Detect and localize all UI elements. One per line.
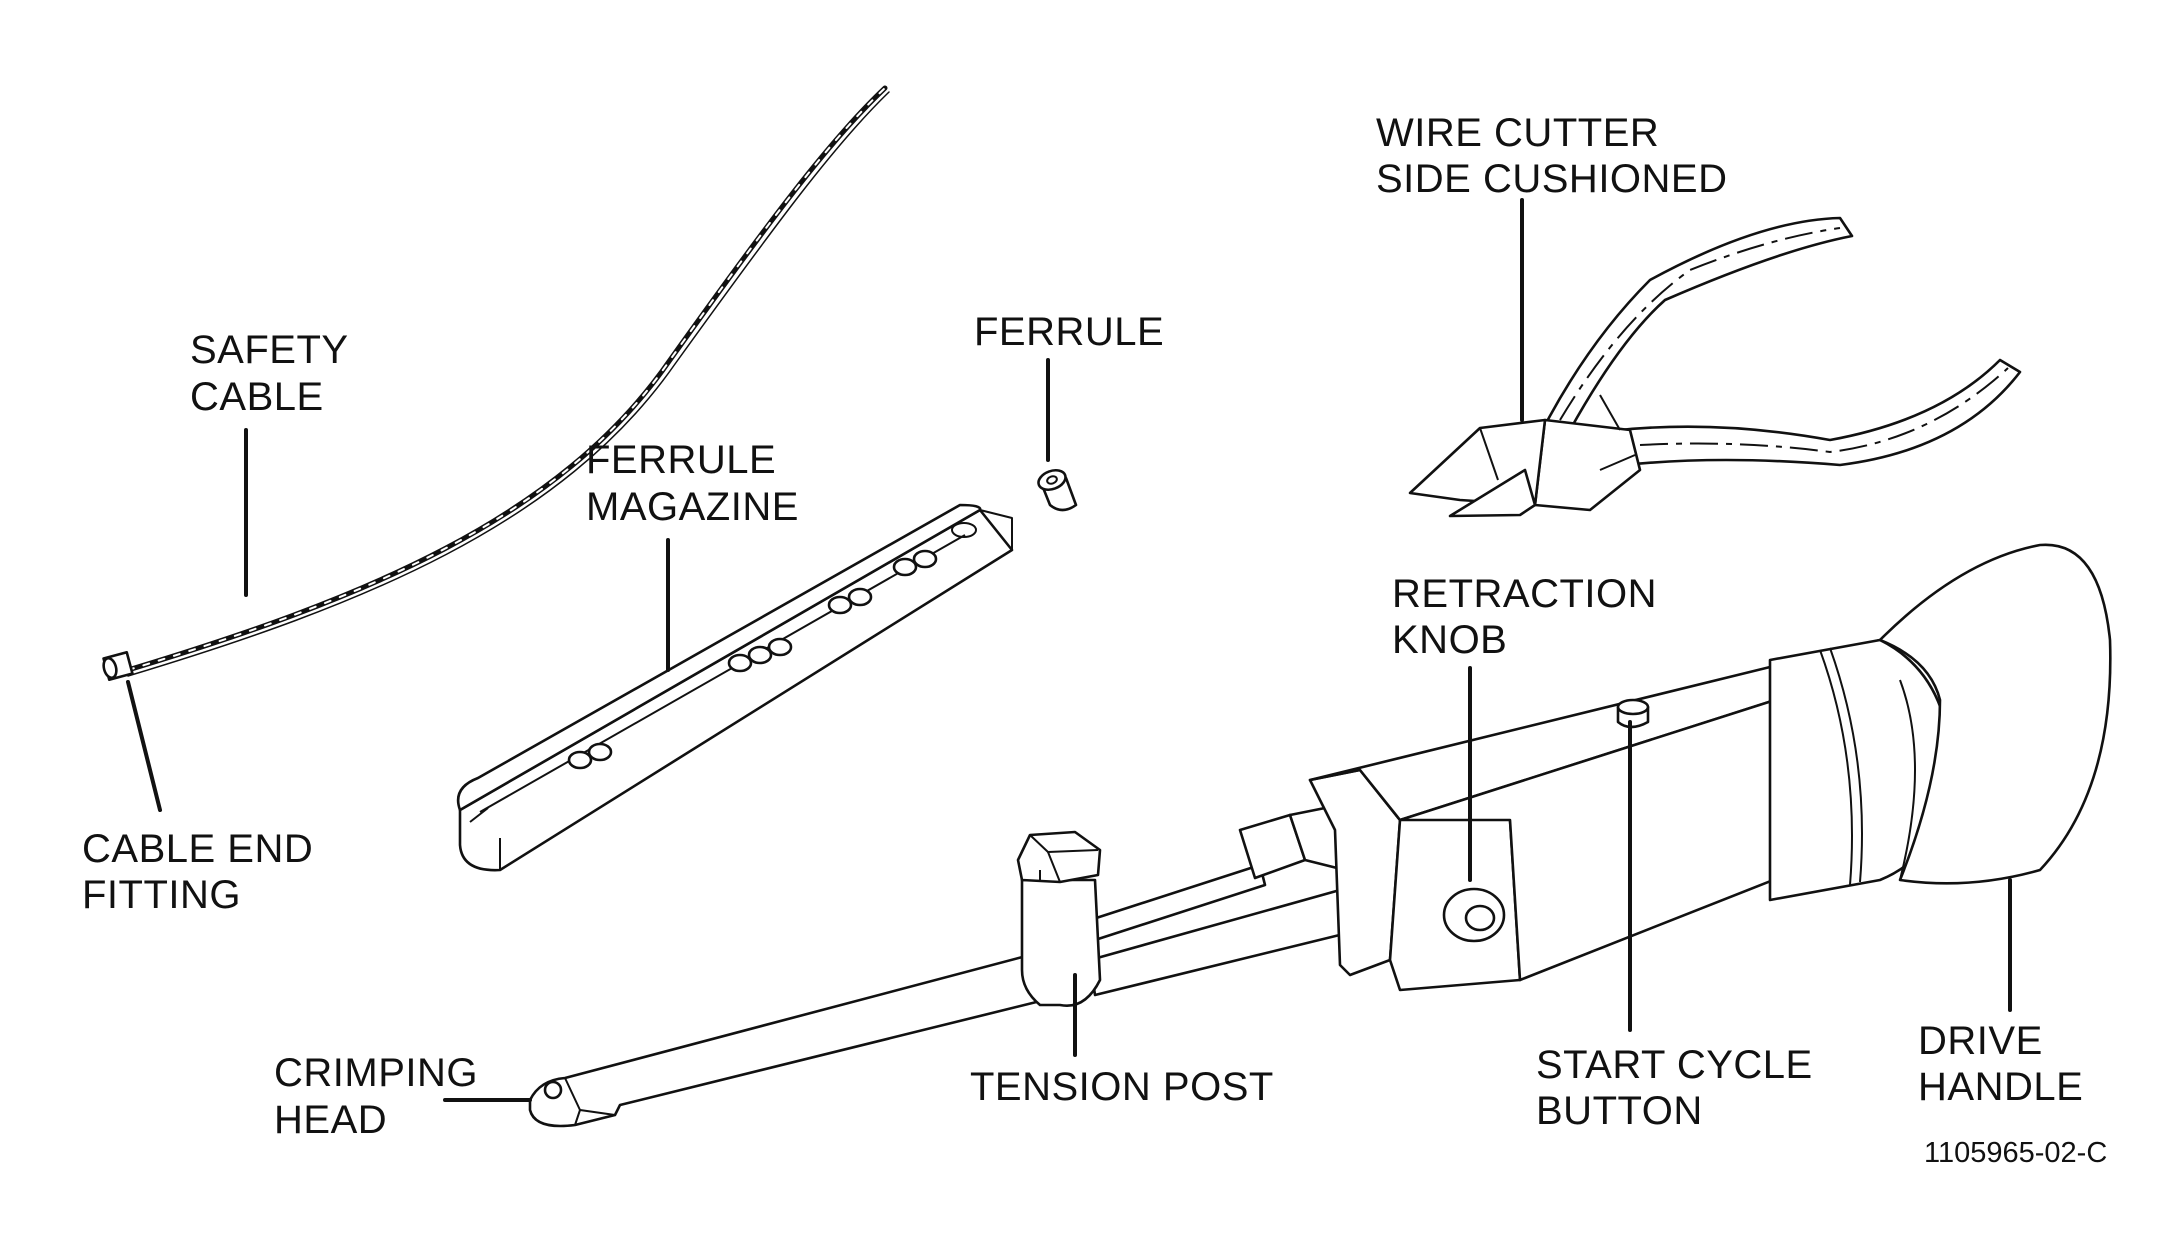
ferrule-part <box>1037 468 1078 512</box>
label-start-cycle-button: START CYCLE BUTTON <box>1536 1043 1813 1133</box>
label-cable-end-fitting: CABLE END FITTING <box>82 827 313 917</box>
label-crimping-head-line1: CRIMPING <box>274 1051 478 1095</box>
label-start-cycle-line1: START CYCLE <box>1536 1043 1813 1087</box>
label-ferrule-magazine: FERRULE MAGAZINE <box>586 438 799 529</box>
label-wire-cutter: WIRE CUTTER SIDE CUSHIONED <box>1376 111 1728 201</box>
label-ferrule-magazine-line1: FERRULE <box>586 438 776 482</box>
leader-lines <box>126 198 2012 1102</box>
label-wire-cutter-line2: SIDE CUSHIONED <box>1376 157 1728 201</box>
label-cable-end-line2: FITTING <box>82 873 241 917</box>
label-tension-post: TENSION POST <box>970 1065 1274 1109</box>
label-drive-handle-line1: DRIVE <box>1918 1019 2043 1063</box>
figure-reference-number: 1105965-02-C <box>1924 1137 2107 1169</box>
cable-end-fitting <box>102 650 134 682</box>
label-safety-cable: SAFETY CABLE <box>190 328 349 419</box>
label-drive-handle: DRIVE HANDLE <box>1918 1019 2083 1109</box>
label-crimping-head-line2: HEAD <box>274 1098 387 1142</box>
label-retraction-knob-line2: KNOB <box>1392 618 1507 662</box>
crimping-tool <box>528 543 2112 1128</box>
label-safety-cable-line2: CABLE <box>190 375 324 419</box>
label-cable-end-line1: CABLE END <box>82 827 313 871</box>
safety-cable <box>125 85 890 677</box>
label-wire-cutter-line1: WIRE CUTTER <box>1376 111 1659 155</box>
label-ferrule: FERRULE <box>974 310 1164 354</box>
label-retraction-knob-line1: RETRACTION <box>1392 572 1657 616</box>
label-crimping-head: CRIMPING HEAD <box>274 1051 478 1142</box>
label-retraction-knob: RETRACTION KNOB <box>1392 572 1657 662</box>
label-tension-post-line1: TENSION POST <box>970 1065 1274 1109</box>
label-drive-handle-line2: HANDLE <box>1918 1065 2083 1109</box>
label-ferrule-line1: FERRULE <box>974 310 1164 354</box>
wire-cutter <box>1408 216 2022 518</box>
label-safety-cable-line1: SAFETY <box>190 328 349 372</box>
label-ferrule-magazine-line2: MAGAZINE <box>586 485 799 529</box>
label-start-cycle-line2: BUTTON <box>1536 1089 1703 1133</box>
ferrule-magazine <box>456 503 1014 872</box>
